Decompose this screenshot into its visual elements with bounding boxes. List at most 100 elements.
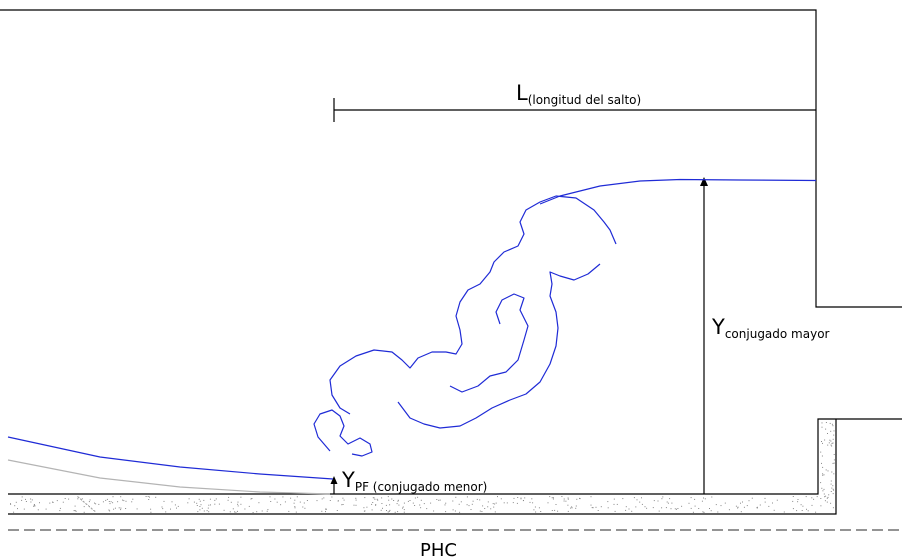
concrete-speck xyxy=(52,501,53,503)
concrete-speck xyxy=(821,441,822,442)
concrete-speck xyxy=(403,511,405,513)
concrete-speck xyxy=(667,502,669,504)
concrete-speck xyxy=(535,511,537,513)
concrete-speck xyxy=(823,474,825,476)
concrete-speck xyxy=(95,503,97,505)
concrete-speck xyxy=(108,509,110,511)
concrete-speck xyxy=(709,508,710,509)
concrete-speck xyxy=(59,510,61,512)
concrete-speck xyxy=(325,511,326,513)
concrete-speck xyxy=(661,507,663,509)
concrete-speck xyxy=(625,506,627,508)
concrete-speck xyxy=(386,510,387,511)
concrete-speck xyxy=(671,502,673,504)
concrete-speck xyxy=(824,439,826,441)
concrete-speck xyxy=(98,503,100,505)
concrete-speck xyxy=(821,462,822,464)
concrete-speck xyxy=(267,509,269,511)
concrete-speck xyxy=(735,505,737,507)
concrete-speck xyxy=(833,462,835,464)
concrete-speck xyxy=(163,500,165,502)
concrete-speck xyxy=(764,497,766,499)
concrete-speck xyxy=(665,507,667,509)
concrete-speck xyxy=(196,502,198,504)
concrete-speck xyxy=(468,505,470,507)
jump-length-label: L(longitud del salto) xyxy=(516,81,641,107)
concrete-speck xyxy=(109,510,111,512)
concrete-speck xyxy=(237,503,239,505)
concrete-speck xyxy=(552,497,554,499)
concrete-speck xyxy=(86,503,88,505)
concrete-speck xyxy=(828,494,830,496)
concrete-speck xyxy=(764,501,766,503)
concrete-speck xyxy=(832,438,834,440)
concrete-speck xyxy=(288,510,290,512)
concrete-speck xyxy=(423,503,425,505)
concrete-speck xyxy=(674,508,676,510)
concrete-speck xyxy=(120,496,122,498)
concrete-speck xyxy=(261,510,263,512)
concrete-speck xyxy=(830,483,832,485)
concrete-speck xyxy=(567,497,569,499)
concrete-speck xyxy=(652,507,654,509)
concrete-speck xyxy=(282,496,284,498)
concrete-speck xyxy=(494,511,496,513)
concrete-speck xyxy=(203,510,205,512)
concrete-speck xyxy=(403,502,405,504)
concrete-speck xyxy=(74,505,76,507)
concrete-speck xyxy=(407,500,409,502)
concrete-speck xyxy=(187,502,189,504)
concrete-speck xyxy=(773,509,775,511)
concrete-speck xyxy=(303,502,305,504)
concrete-speck xyxy=(229,511,231,513)
concrete-speck xyxy=(147,496,149,497)
concrete-speck xyxy=(306,500,308,501)
concrete-speck xyxy=(188,498,190,500)
concrete-speck xyxy=(575,507,577,509)
concrete-speck xyxy=(397,500,399,502)
concrete-speck xyxy=(373,497,375,499)
reference-profile-curve xyxy=(7,459,331,495)
concrete-speck xyxy=(688,502,690,504)
concrete-speck xyxy=(807,510,809,512)
concrete-speck xyxy=(717,511,719,513)
concrete-speck xyxy=(520,497,522,499)
concrete-speck xyxy=(579,497,580,499)
concrete-speck xyxy=(636,499,638,501)
concrete-speck xyxy=(78,497,80,499)
concrete-speck xyxy=(371,503,373,505)
concrete-speck xyxy=(131,501,133,503)
concrete-speck xyxy=(364,497,366,499)
concrete-speck xyxy=(94,502,95,504)
concrete-speck xyxy=(417,496,419,498)
concrete-speck xyxy=(208,511,210,513)
concrete-speck xyxy=(826,497,828,499)
concrete-speck xyxy=(88,501,90,503)
concrete-speck xyxy=(201,507,203,509)
concrete-speck xyxy=(30,498,32,500)
concrete-speck xyxy=(704,498,706,500)
concrete-speck xyxy=(479,510,481,512)
y-major-arrow-head xyxy=(700,177,708,186)
concrete-speck xyxy=(740,511,742,513)
concrete-speck xyxy=(402,507,403,509)
concrete-speck xyxy=(321,498,323,500)
concrete-speck xyxy=(635,506,637,508)
concrete-speck xyxy=(33,505,34,507)
concrete-speck xyxy=(258,502,260,504)
concrete-speck xyxy=(827,433,828,434)
concrete-speck xyxy=(694,505,696,507)
concrete-speck xyxy=(595,506,597,508)
concrete-speck xyxy=(830,502,832,504)
concrete-speck xyxy=(125,508,127,509)
concrete-speck xyxy=(397,499,399,501)
concrete-speck xyxy=(174,504,176,506)
concrete-speck xyxy=(412,502,414,504)
concrete-speck xyxy=(832,425,834,427)
concrete-speck xyxy=(768,505,770,507)
concrete-speck xyxy=(551,497,553,499)
concrete-speck xyxy=(670,508,672,510)
concrete-speck xyxy=(827,444,829,446)
concrete-speck xyxy=(199,509,201,511)
